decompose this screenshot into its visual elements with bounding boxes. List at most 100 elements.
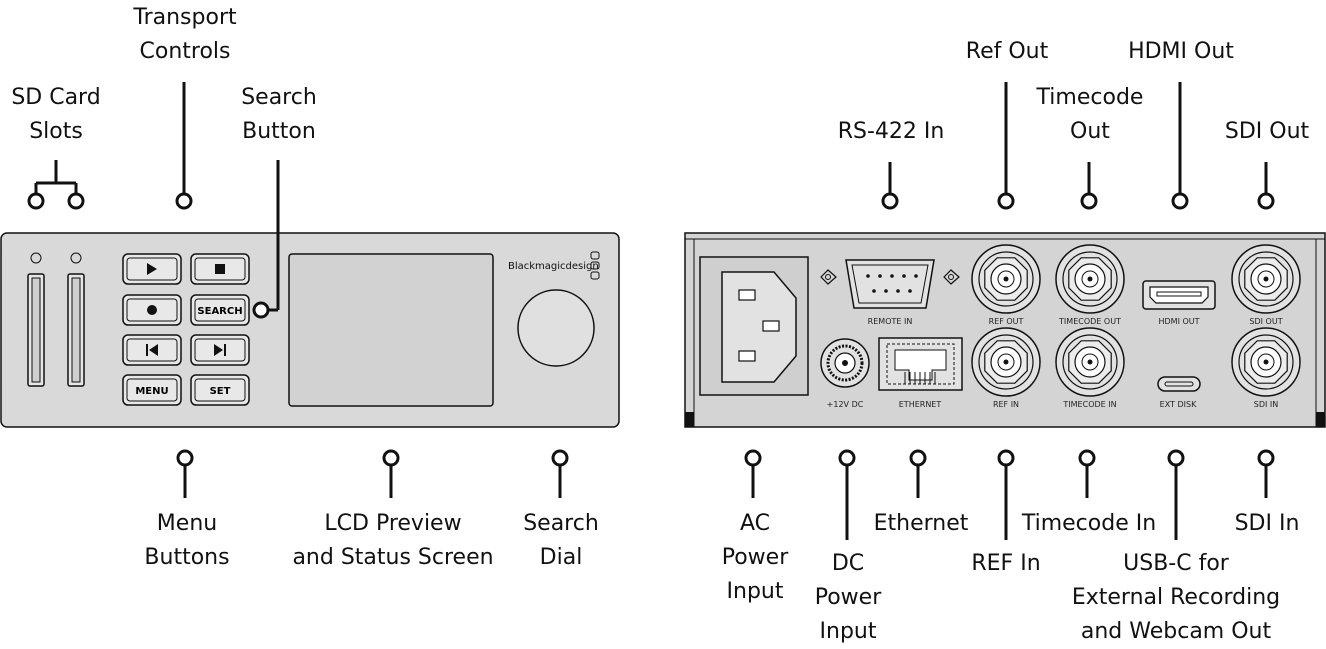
record-button[interactable] (122, 294, 182, 326)
callout-text: LCD Preview (324, 511, 462, 536)
callout-text: Transport (133, 5, 237, 30)
callout-text: Timecode (1036, 85, 1144, 110)
callout-text: Menu (156, 511, 218, 536)
sdi-in-label: SDI IN (1254, 400, 1279, 409)
callout-text: DC (831, 551, 865, 576)
callout-text: Search (241, 85, 317, 110)
dc-label: +12V DC (827, 400, 864, 409)
callout-sdi-in: SDI In (1235, 507, 1300, 541)
sdi-out-bnc[interactable] (1231, 244, 1301, 314)
sd-card-slot-2[interactable] (67, 273, 85, 387)
callout-ac-power: AC Power Input (722, 507, 789, 609)
callout-text: Ref Out (965, 39, 1049, 64)
callout-search-button: Search Button (241, 81, 317, 149)
callout-ref-out: Ref Out (966, 35, 1048, 69)
stop-icon (215, 264, 225, 274)
menu-button[interactable]: MENU (122, 374, 182, 406)
callout-text: SDI In (1234, 511, 1300, 536)
search-button[interactable]: SEARCH (190, 294, 250, 326)
callout-timecode-in: Timecode In (1022, 507, 1156, 541)
callout-text: Power (721, 545, 789, 570)
callout-ref-in: REF In (971, 547, 1040, 581)
sdi-in-bnc[interactable] (1231, 327, 1301, 397)
callout-lcd-preview: LCD Preview and Status Screen (292, 507, 493, 575)
callout-leaders (27, 82, 1275, 540)
remote-in-label: REMOTE IN (868, 317, 913, 326)
brand-logo-text: Blackmagicdesign (508, 261, 599, 272)
callout-text: USB-C for (1123, 551, 1229, 576)
callout-text: Ethernet (873, 511, 969, 536)
usb-c-port[interactable] (1157, 376, 1201, 392)
sd-slot-2-led (70, 252, 82, 264)
callout-text: SD Card (11, 85, 101, 110)
skip-back-icon (146, 344, 158, 356)
rear-panel: REMOTE IN +12V DC ETHERNET REF OUT REF I… (684, 232, 1326, 428)
callout-text: and Webcam Out (1080, 619, 1272, 644)
timecode-out-bnc[interactable] (1055, 244, 1125, 314)
search-button-label: SEARCH (197, 306, 242, 317)
record-icon (147, 305, 157, 315)
ref-in-label: REF IN (993, 400, 1019, 409)
callout-sdi-out: SDI Out (1225, 115, 1309, 149)
search-dial[interactable] (517, 289, 595, 367)
callout-text: RS-422 In (837, 119, 945, 144)
front-panel: SEARCH MENU SET (0, 232, 620, 428)
menu-button-label: MENU (135, 386, 168, 397)
ref-out-bnc[interactable] (971, 244, 1041, 314)
timecode-in-label: TIMECODE IN (1062, 400, 1116, 409)
dc-power-connector[interactable] (820, 338, 870, 388)
hdmi-out-label: HDMI OUT (1158, 317, 1199, 326)
bnc-connectors (971, 244, 1301, 397)
callout-dc-power: DC Power Input (815, 547, 882, 649)
stop-button[interactable] (190, 253, 250, 285)
callout-text: Slots (29, 119, 83, 144)
ref-out-label: REF OUT (989, 317, 1024, 326)
callout-usbc: USB-C for External Recording and Webcam … (1072, 547, 1280, 649)
callout-ethernet: Ethernet (874, 507, 969, 541)
callout-hdmi-out: HDMI Out (1128, 35, 1234, 69)
ac-power-inlet[interactable] (699, 256, 809, 396)
callout-sd-card-slots: SD Card Slots (11, 81, 100, 149)
set-button-label: SET (210, 386, 231, 397)
callout-menu-buttons: Menu Buttons (144, 507, 229, 575)
callout-text: HDMI Out (1128, 39, 1234, 64)
timecode-out-label: TIMECODE OUT (1058, 317, 1121, 326)
callout-transport-controls: Transport Controls (133, 1, 236, 69)
callout-text: External Recording (1071, 585, 1281, 610)
hdmi-out-port[interactable] (1142, 280, 1216, 310)
ref-in-bnc[interactable] (971, 327, 1041, 397)
callout-rs422-in: RS-422 In (838, 115, 945, 149)
callout-text: Buttons (144, 545, 230, 570)
callout-text: Controls (139, 39, 231, 64)
ethernet-port[interactable] (878, 337, 963, 391)
sd-slot-1-led (30, 252, 42, 264)
callout-text: Button (242, 119, 316, 144)
callout-search-dial: Search Dial (523, 507, 599, 575)
callout-text: SDI Out (1224, 119, 1310, 144)
timecode-in-bnc[interactable] (1055, 327, 1125, 397)
rs422-connector[interactable] (820, 259, 960, 309)
set-button[interactable]: SET (190, 374, 250, 406)
brand-logo-icon (590, 251, 600, 280)
callout-text: Out (1070, 119, 1110, 144)
next-button[interactable] (190, 334, 250, 366)
sd-card-slot-1[interactable] (27, 273, 45, 387)
callout-text: Input (726, 579, 784, 604)
ext-disk-label: EXT DISK (1160, 400, 1197, 409)
callout-text: REF In (971, 551, 1041, 576)
callout-text: AC (739, 511, 771, 536)
play-icon (147, 263, 157, 275)
callout-text: and Status Screen (292, 545, 494, 570)
ethernet-label: ETHERNET (899, 400, 942, 409)
play-button[interactable] (122, 253, 182, 285)
lcd-screen (288, 253, 494, 407)
sdi-out-label: SDI OUT (1249, 317, 1282, 326)
previous-button[interactable] (122, 334, 182, 366)
callout-text: Input (819, 619, 877, 644)
callout-timecode-out: Timecode Out (1037, 81, 1144, 149)
callout-text: Dial (539, 545, 583, 570)
skip-forward-icon (214, 344, 226, 356)
callout-text: Timecode In (1021, 511, 1157, 536)
callout-text: Power (814, 585, 882, 610)
